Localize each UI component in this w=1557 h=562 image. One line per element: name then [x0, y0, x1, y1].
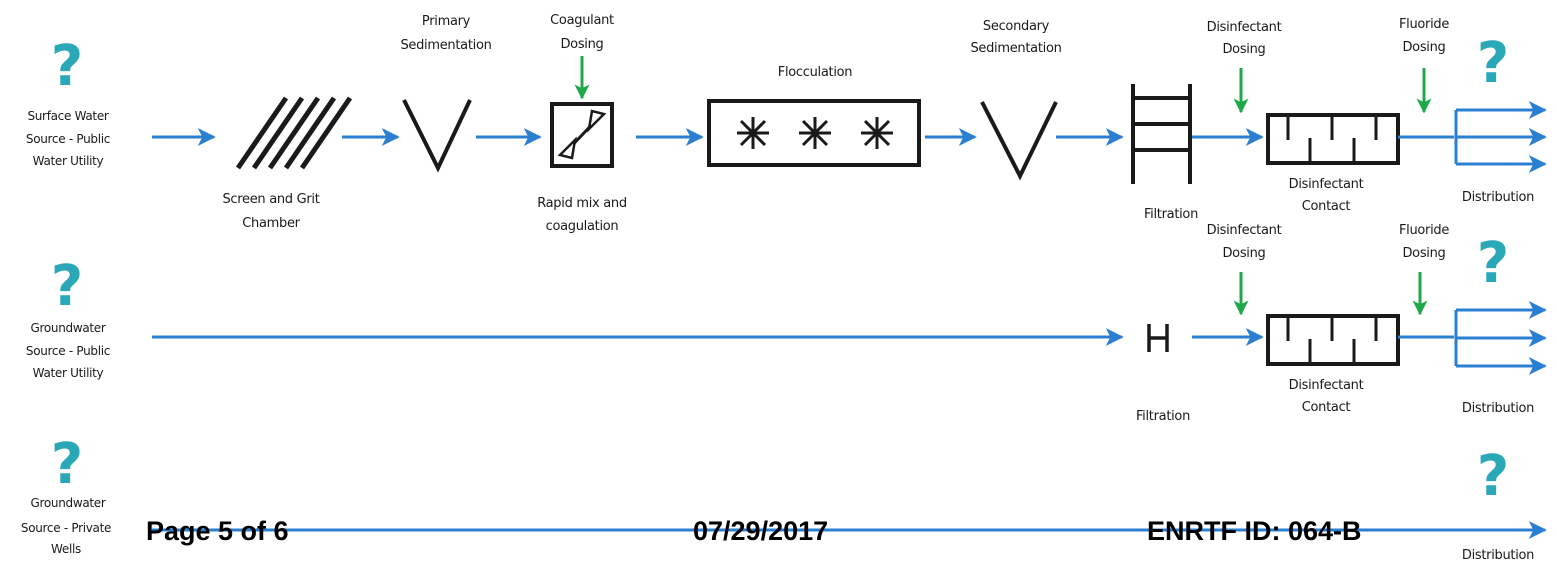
source-label-line: Water Utility	[33, 366, 104, 380]
screen-grit-chamber-icon	[235, 96, 353, 170]
question-mark-icon: ?	[1477, 31, 1509, 96]
step-label: Secondary	[983, 19, 1050, 34]
question-mark-icon: ?	[51, 254, 83, 319]
row-surface-water: ? Surface Water Source - Public Water Ut…	[26, 13, 1547, 234]
source-label-line: Groundwater	[30, 321, 105, 335]
step-label: Disinfectant	[1207, 20, 1282, 35]
step-label: Coagulant	[550, 13, 614, 28]
step-label: Sedimentation	[400, 38, 491, 53]
disinfectant-contact-icon	[1266, 314, 1400, 366]
question-mark-icon: ?	[51, 432, 83, 497]
filtration-icon	[1131, 84, 1192, 184]
question-mark-icon: ?	[51, 34, 83, 99]
distribution-label: Distribution	[1462, 548, 1534, 562]
step-label: Dosing	[1222, 42, 1265, 57]
step-label: Dosing	[1402, 246, 1445, 261]
source-label-line: Groundwater	[30, 496, 105, 510]
step-label: Screen and Grit	[222, 192, 319, 207]
source-label-line: Source - Public	[26, 344, 110, 358]
step-label: Contact	[1302, 400, 1351, 415]
disinfectant-contact-icon	[1266, 113, 1400, 165]
question-mark-icon: ?	[1477, 231, 1509, 296]
footer-date: 07/29/2017	[693, 516, 829, 546]
step-label: Primary	[422, 14, 471, 29]
step-label: Disinfectant	[1207, 223, 1282, 238]
step-label: Filtration	[1144, 207, 1198, 222]
step-label: Fluoride	[1399, 17, 1449, 32]
step-label: coagulation	[546, 219, 619, 234]
primary-sedimentation-icon	[402, 99, 472, 173]
filtration-icon	[1147, 324, 1169, 352]
distribution-fork-icon	[1454, 101, 1547, 173]
row-groundwater-private: ? Groundwater Source - Private Wells ? D…	[21, 432, 1547, 562]
step-label: Dosing	[1222, 246, 1265, 261]
step-label: Sedimentation	[970, 41, 1061, 56]
step-label: Fluoride	[1399, 223, 1449, 238]
source-label-line: Source - Public	[26, 132, 110, 146]
step-label: Dosing	[560, 37, 603, 52]
source-label-line: Water Utility	[33, 154, 104, 168]
step-label: Dosing	[1402, 40, 1445, 55]
step-label: Filtration	[1136, 409, 1190, 424]
step-label: Rapid mix and	[537, 196, 627, 211]
step-label: Disinfectant	[1289, 378, 1364, 393]
step-label: Disinfectant	[1289, 177, 1364, 192]
footer-page-number: Page 5 of 6	[146, 516, 289, 546]
distribution-label: Distribution	[1462, 190, 1534, 205]
source-label-line: Source - Private	[21, 521, 111, 535]
question-mark-icon: ?	[1477, 444, 1509, 509]
step-label: Contact	[1302, 199, 1351, 214]
distribution-label: Distribution	[1462, 401, 1534, 416]
flocculation-icon	[707, 99, 921, 167]
distribution-fork-icon	[1454, 301, 1547, 375]
rapid-mix-icon	[550, 102, 614, 168]
step-label: Chamber	[242, 216, 300, 231]
source-label-line: Surface Water	[27, 109, 108, 123]
step-label: Flocculation	[778, 65, 853, 80]
footer-document-id: ENRTF ID: 064-B	[1147, 516, 1362, 546]
row-groundwater-public: ? Groundwater Source - Public Water Util…	[26, 223, 1547, 424]
secondary-sedimentation-icon	[980, 101, 1058, 181]
source-label-line: Wells	[51, 542, 81, 556]
